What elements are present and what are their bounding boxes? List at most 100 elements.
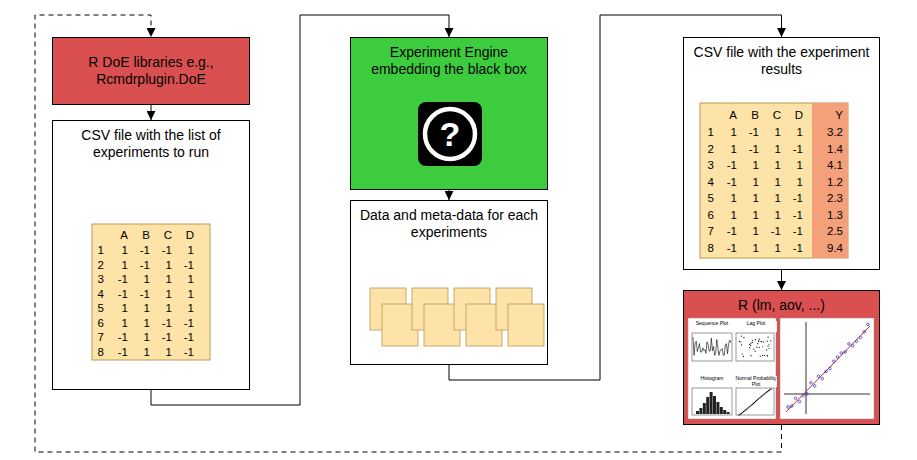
sequence-line — [693, 337, 731, 355]
table-cell: 4 — [80, 287, 104, 301]
data-dot — [851, 344, 854, 347]
probability-dot — [765, 392, 766, 393]
data-dot — [848, 343, 851, 346]
table-cell: 1 — [170, 287, 194, 301]
table-cell: C — [148, 228, 172, 242]
probability-dot — [748, 407, 749, 408]
table-cell: 1 — [104, 301, 128, 315]
table-cell: -1 — [781, 191, 803, 205]
csv-table — [700, 103, 848, 258]
histogram-plot — [692, 388, 732, 415]
table-cell: -1 — [104, 330, 128, 344]
data-dot — [859, 336, 862, 339]
probability-dot — [763, 394, 764, 395]
histogram-bar — [710, 392, 713, 414]
lag-dot — [756, 347, 757, 348]
plot-title: Lag Plot — [735, 321, 777, 332]
lag-dot — [767, 355, 768, 356]
table-cell: -1 — [104, 272, 128, 286]
table-cell: 1 — [781, 125, 803, 139]
lag-dot — [759, 339, 760, 340]
lag-dot — [768, 348, 769, 349]
data-dot — [840, 352, 843, 355]
lag-dot — [751, 342, 752, 343]
table-cell: -1 — [715, 224, 737, 238]
table-cell: 8 — [80, 345, 104, 359]
histogram-bar — [696, 411, 699, 414]
lag-dot — [752, 340, 753, 341]
lag-dot — [742, 353, 743, 354]
table-cell: 6 — [692, 208, 714, 222]
data-dot — [806, 393, 809, 396]
table-cell: -1 — [781, 208, 803, 222]
table-cell: 1 — [759, 175, 781, 189]
lag-dot — [758, 340, 759, 341]
table-cell: -1 — [148, 330, 172, 344]
lag-dot — [741, 335, 742, 336]
lag-dot — [755, 339, 756, 340]
lag-dot — [761, 341, 762, 342]
probability-dot — [766, 392, 767, 393]
lag-dot — [762, 346, 763, 347]
table-cell: 1 — [759, 241, 781, 255]
lag-dot — [764, 355, 765, 356]
lag-dot — [740, 341, 741, 342]
table-cell: -1 — [170, 345, 194, 359]
table-cell: 3.2 — [815, 125, 843, 139]
lag-dot — [767, 345, 768, 346]
table-cell: 7 — [692, 224, 714, 238]
table-cell: 1.2 — [815, 175, 843, 189]
table-cell: 1 — [126, 301, 150, 315]
table-cell: 1 — [148, 345, 172, 359]
probability-dot — [770, 388, 771, 389]
lag-dot — [755, 351, 756, 352]
data-dot — [798, 400, 801, 403]
table-cell: -1 — [737, 125, 759, 139]
histogram-bar — [713, 396, 716, 414]
table-cell: 1 — [759, 191, 781, 205]
table-cell: -1 — [126, 258, 150, 272]
probability-dot — [752, 404, 753, 405]
data-dot — [791, 405, 794, 408]
plot-title: Sequence Plot — [691, 321, 733, 332]
plot-title: Histogram — [691, 376, 733, 387]
node-text: R DoE libraries e.g., Rcmdrplugin.DoE — [53, 54, 249, 88]
node-text: Experiment Engine embedding the black bo… — [351, 44, 547, 78]
table-cell: -1 — [126, 287, 150, 301]
probability-dot — [744, 410, 745, 411]
table-cell: D — [781, 108, 803, 122]
lag-dot — [760, 356, 761, 357]
lag-dot — [739, 341, 740, 342]
table-cell: 1 — [80, 243, 104, 257]
lag-dot — [768, 344, 769, 345]
table-cell: -1 — [126, 243, 150, 257]
table-cell: 5 — [692, 191, 714, 205]
lag-dot — [763, 341, 764, 342]
node-text: Data and meta-data for each experiments — [351, 207, 547, 241]
table-cell: 1 — [148, 272, 172, 286]
probability-dot — [756, 400, 757, 401]
lag-dot — [770, 340, 771, 341]
table-cell: 1 — [170, 272, 194, 286]
table-cell: 1 — [148, 301, 172, 315]
histogram-bar — [716, 402, 719, 414]
data-dot — [802, 394, 805, 397]
probability-dot — [759, 397, 760, 398]
table-cell: 2 — [692, 142, 714, 156]
histogram-bar — [720, 407, 723, 414]
lag-dot — [762, 355, 763, 356]
table-cell: 3 — [692, 158, 714, 172]
data-dot — [855, 340, 858, 343]
data-dot — [813, 385, 816, 388]
plot-panel — [688, 318, 776, 419]
table-cell: 1 — [737, 208, 759, 222]
plot-axis — [784, 394, 870, 395]
table-cell: 1 — [126, 330, 150, 344]
table-cell: 1 — [715, 125, 737, 139]
probability-dot — [750, 405, 751, 406]
probability-dot — [746, 408, 747, 409]
lag-dot — [743, 356, 744, 357]
table-cell: 1 — [737, 191, 759, 205]
probability-dot — [747, 408, 748, 409]
table-cell: 1.4 — [815, 142, 843, 156]
